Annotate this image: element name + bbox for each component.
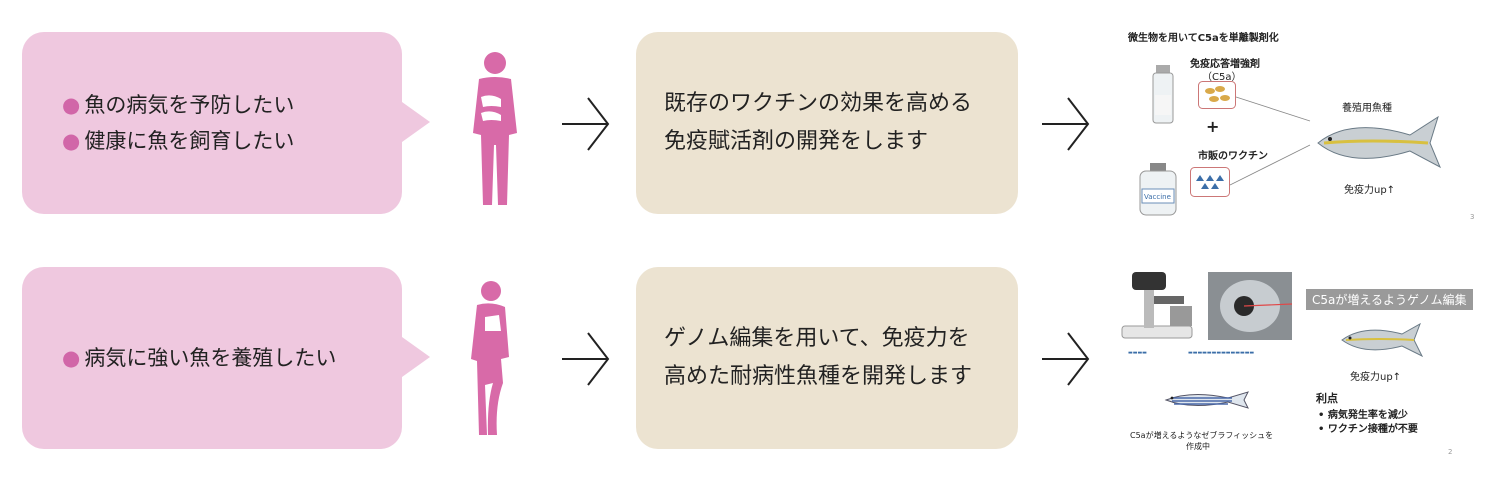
zebrafish-caption: C5aが増えるようなゼブラフィッシュを [1130,431,1274,440]
plus-sign: + [1206,117,1220,136]
chevron-right-arrow-icon [1042,97,1090,151]
agent-sublabel: （C5a） [1202,72,1242,83]
page-number: 3 [1470,213,1475,221]
row-vaccine-enhancer: ●魚の病気を予防したい ●健康に魚を飼育したい 既存のワクチンの効果を高める 免… [0,25,1487,221]
need-bubble: ●病気に強い魚を養殖したい [22,267,430,449]
solution-box: 既存のワクチンの効果を高める 免疫賦活剤の開発をします [636,32,1018,214]
benefits-title: 利点 [1316,392,1338,405]
slide-thumbnail: 微生物を用いてC5aを単離製剤化 免疫応答増強剤 （C5a） + 市販のワクチン… [1110,25,1487,221]
vaccine-bottle-icon [1139,163,1177,216]
connector-lines [1229,96,1311,186]
person-thinking-icon [473,52,517,205]
need-bubble: ●魚の病気を予防したい ●健康に魚を飼育したい [22,32,430,214]
zebrafish-caption: 作成中 [1186,442,1210,451]
slide-title: 微生物を用いてC5aを単離製剤化 [1128,33,1279,44]
benefit-item: • ワクチン接種が不要 [1318,424,1418,435]
chevron-right-arrow-icon [1042,332,1090,386]
genome-edit-banner: C5aが増えるようゲノム編集 [1306,289,1473,310]
solution-box: ゲノム編集を用いて、免疫力を 高めた耐病性魚種を開発します [636,267,1018,449]
immunity-result: 免疫力up↑ [1344,185,1396,196]
zebrafish-icon [1164,391,1249,409]
solution-line: 既存のワクチンの効果を高める [664,91,973,116]
bullet-dot-icon: ● [62,129,81,153]
fish-label: 養殖用魚種 [1342,103,1392,114]
immunity-result: 免疫力up↑ [1350,372,1402,383]
vial-icon [1152,65,1174,124]
need-item: ●魚の病気を予防したい [62,93,295,117]
yellowtail-fish-icon [1317,115,1441,169]
vaccine-label: 市販のワクチン [1198,151,1268,162]
image-credit-link[interactable]: ▬▬▬▬ [1128,350,1147,356]
chevron-right-arrow-icon [562,332,610,386]
solution-line: 高めた耐病性魚種を開発します [664,364,973,389]
microscope-icon [1121,272,1193,339]
c5a-particles-icon [1198,81,1236,109]
chevron-right-arrow-icon [562,97,610,151]
solution-line: ゲノム編集を用いて、免疫力を [664,326,970,351]
row-genome-editing: ●病気に強い魚を養殖したい ゲノム編集を用いて、免疫力を 高めた耐病性魚種を開発… [0,260,1487,456]
agent-label: 免疫応答増強剤 [1190,59,1260,70]
bullet-dot-icon: ● [62,346,81,370]
benefit-item: • 病気発生率を減少 [1318,410,1408,421]
need-item: ●健康に魚を飼育したい [62,129,295,153]
vaccine-particles-icon [1190,167,1230,197]
image-credit-link[interactable]: ▬▬▬▬▬▬▬▬▬▬▬▬▬▬ [1188,350,1255,356]
slide-thumbnail: ▬▬▬▬ ▬▬▬▬▬▬▬▬▬▬▬▬▬▬ C5aが増えるようゲノム編集 免疫力up… [1110,260,1487,456]
microinjection-photo [1208,272,1292,340]
bullet-dot-icon: ● [62,93,81,117]
yellowtail-fish-icon [1341,322,1424,358]
need-item: ●病気に強い魚を養殖したい [62,346,337,370]
person-standing-icon [471,281,509,435]
vaccine-bottle-label: Vaccine [1144,193,1171,201]
solution-line: 免疫賦活剤の開発をします [664,129,929,154]
page-number: 2 [1448,448,1453,456]
